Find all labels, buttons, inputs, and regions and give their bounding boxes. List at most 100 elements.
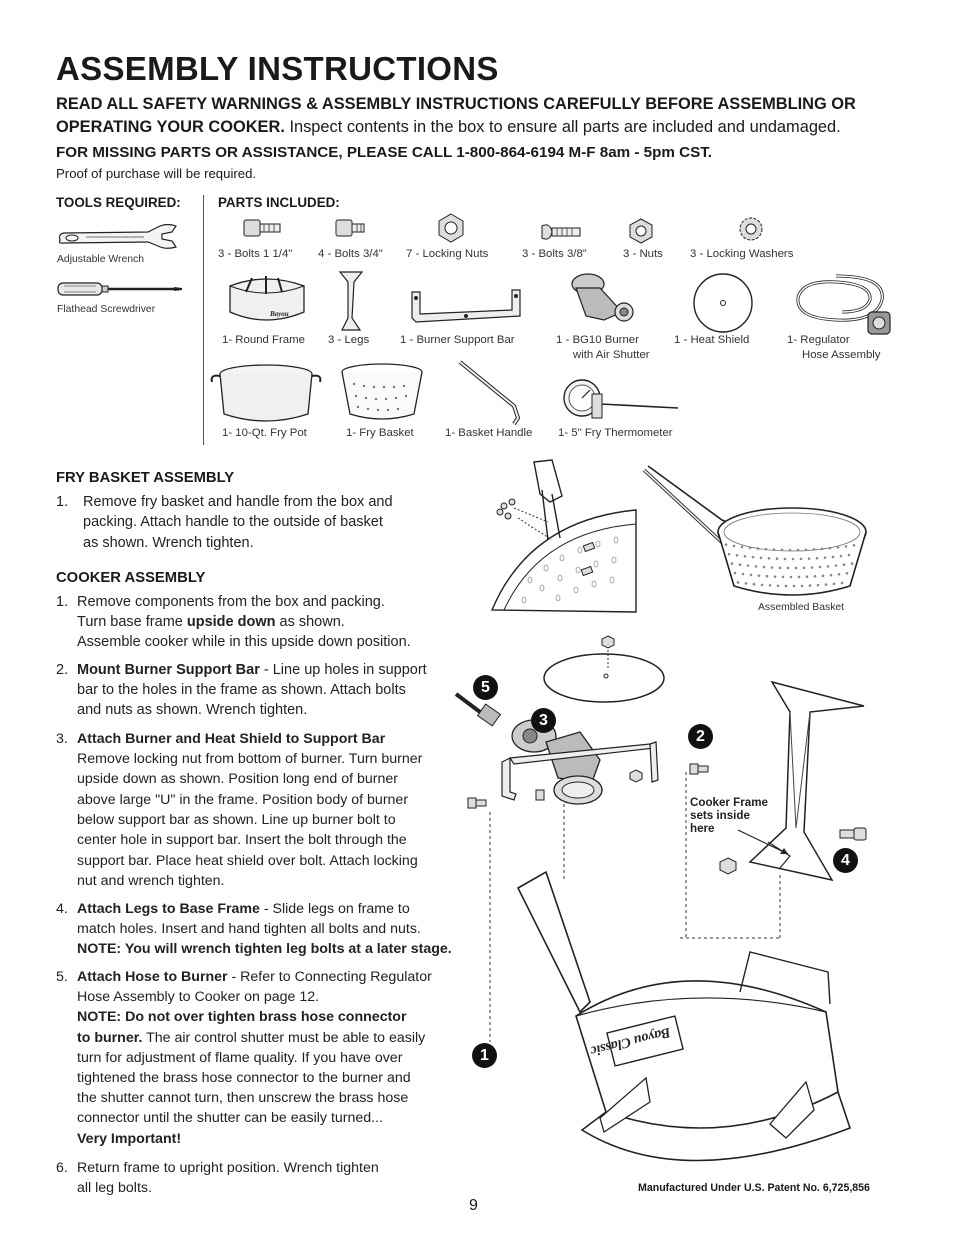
part-nuts: 3 - Nuts bbox=[623, 248, 663, 260]
basket-perforation bbox=[757, 574, 761, 577]
part-bolts-small: 3 - Bolts 3/8” bbox=[522, 248, 587, 260]
basket-perforation bbox=[799, 557, 803, 561]
basket-perforation bbox=[797, 575, 801, 579]
step-line: Remove fry basket and handle from the bo… bbox=[83, 494, 393, 510]
basket-perforation bbox=[826, 565, 830, 568]
step-line: turn for adjustment of flame quality. If… bbox=[77, 1050, 403, 1066]
cooker-frame-note: Cooker Frame sets inside here bbox=[690, 796, 768, 835]
part-basket-handle: 1- Basket Handle bbox=[445, 427, 533, 439]
handle-attach-illustration bbox=[490, 459, 637, 613]
basket-perforation bbox=[789, 575, 793, 579]
tool-screwdriver-label: Flathead Screwdriver bbox=[57, 304, 156, 315]
flathead-screwdriver-icon bbox=[57, 282, 182, 296]
diagram-badge-4: 4 bbox=[833, 848, 858, 873]
basket-perforation bbox=[818, 565, 822, 569]
step-line: above large "U" in the frame. Position b… bbox=[77, 792, 409, 808]
basket-perforation bbox=[759, 556, 763, 560]
basket-perforation bbox=[727, 552, 731, 556]
basket-perforation bbox=[788, 548, 792, 552]
cooker-heading: COOKER ASSEMBLY bbox=[56, 570, 206, 586]
basket-perforation bbox=[796, 548, 800, 552]
part-fry-thermometer: 1- 5" Fry Thermometer bbox=[558, 427, 673, 439]
step-line: Remove components from the box and packi… bbox=[77, 594, 385, 610]
part-bolts-long: 3 - Bolts 1 1/4" bbox=[218, 248, 293, 260]
cooker-step-3: 3. Attach Burner and Heat Shield to Supp… bbox=[56, 729, 446, 893]
basket-perforation bbox=[748, 546, 752, 550]
basket-perforation bbox=[840, 581, 844, 585]
step-number: 2. bbox=[56, 662, 69, 678]
part-burner-support-bar: 1 - Burner Support Bar bbox=[400, 334, 515, 346]
step-line: the shutter cannot turn, then unscrew th… bbox=[77, 1090, 409, 1106]
note-line: here bbox=[690, 822, 715, 835]
part-heat-shield: 1 - Heat Shield bbox=[674, 334, 750, 346]
step-line: packing. Attach handle to the outside of… bbox=[83, 514, 383, 530]
step-line: tightened the brass hose connector to th… bbox=[77, 1070, 411, 1086]
basket-perforation bbox=[810, 566, 814, 569]
locking-nut-icon bbox=[438, 213, 464, 243]
step-emphasis: Very Important! bbox=[77, 1131, 182, 1147]
step-title: Attach Hose to Burner bbox=[77, 969, 228, 985]
step-line: below support bar as shown. Line up burn… bbox=[77, 812, 396, 828]
bolt-long-icon bbox=[243, 219, 281, 237]
step-line: bar to the holes in the frame as shown. … bbox=[77, 682, 406, 698]
intro-warning: READ ALL SAFETY WARNINGS & ASSEMBLY INST… bbox=[56, 95, 856, 136]
step-line: upside down as shown. Position long end … bbox=[77, 771, 399, 787]
fry-basket-step-1: 1. Remove fry basket and handle from the… bbox=[56, 492, 436, 556]
basket-perforation bbox=[815, 556, 819, 560]
basket-perforation bbox=[735, 553, 739, 557]
step-number: 5. bbox=[56, 969, 68, 985]
assembled-basket-caption: Assembled Basket bbox=[758, 602, 845, 613]
basket-perforation bbox=[820, 547, 824, 551]
step-line: support bar. Place heat shield over bolt… bbox=[77, 853, 418, 869]
step-line: Remove locking nut from bottom of burner… bbox=[77, 751, 423, 767]
basket-perforation bbox=[732, 544, 736, 548]
basket-perforation bbox=[831, 555, 835, 559]
basket-perforation bbox=[746, 564, 750, 567]
step-note: NOTE: Do not over tighten brass hose con… bbox=[77, 1009, 407, 1025]
bolt-short-icon bbox=[335, 219, 365, 237]
step-title: Attach Burner and Heat Shield to Support… bbox=[77, 731, 386, 747]
basket-perforation bbox=[781, 575, 785, 579]
basket-perforation bbox=[786, 566, 790, 570]
adjustable-wrench-icon bbox=[58, 223, 177, 249]
step-line: connector until the shutter can be easil… bbox=[77, 1110, 384, 1126]
hex-nut-icon bbox=[629, 218, 653, 244]
step-line: and nuts as shown. Wrench tighten. bbox=[77, 702, 308, 718]
basket-perforation bbox=[760, 583, 764, 587]
part-bg10-burner-line2: with Air Shutter bbox=[573, 349, 650, 361]
step-note: to burner. bbox=[77, 1030, 143, 1046]
step-text: - Slide legs on frame to bbox=[259, 901, 410, 917]
basket-perforation bbox=[832, 582, 836, 586]
step-text: - Line up holes in support bbox=[259, 662, 427, 678]
contact-line: FOR MISSING PARTS OR ASSISTANCE, PLEASE … bbox=[56, 144, 713, 161]
locking-washer-icon bbox=[739, 217, 763, 241]
basket-perforation bbox=[813, 575, 817, 578]
intro-inspect: Inspect contents in the box to ensure al… bbox=[284, 118, 841, 136]
basket-perforation bbox=[743, 554, 747, 558]
basket-handle-icon bbox=[458, 360, 521, 426]
step-line: as shown. Wrench tighten. bbox=[83, 535, 254, 551]
basket-perforation bbox=[741, 572, 745, 576]
basket-perforation bbox=[792, 584, 796, 588]
basket-perforation bbox=[762, 565, 766, 569]
step-line: Attach Hose to Burner - Refer to Connect… bbox=[77, 967, 432, 987]
cooker-step-6: 6. Return frame to upright position. Wre… bbox=[56, 1158, 446, 1200]
step-text: Turn base frame bbox=[77, 614, 187, 630]
part-fry-basket: 1- Fry Basket bbox=[346, 427, 414, 439]
basket-perforation bbox=[823, 556, 827, 559]
basket-perforation bbox=[764, 547, 768, 551]
step-line: match holes. Insert and hand tighten all… bbox=[77, 921, 421, 937]
basket-perforation bbox=[738, 563, 742, 566]
part-round-frame: 1- Round Frame bbox=[222, 334, 305, 346]
leg-icon bbox=[338, 271, 364, 331]
basket-perforation bbox=[767, 557, 771, 560]
part-bolts-short: 4 - Bolts 3/4" bbox=[318, 248, 383, 260]
basket-perforation bbox=[836, 546, 840, 549]
basket-perforation bbox=[821, 574, 825, 578]
step-note: NOTE: You will wrench tighten leg bolts … bbox=[77, 941, 452, 957]
step-line: Turn base frame upside down as shown. bbox=[77, 612, 345, 632]
basket-perforation bbox=[776, 584, 780, 588]
bolt-small-icon bbox=[541, 224, 581, 240]
note-arrow-icon bbox=[737, 829, 789, 855]
patent-notice: Manufactured Under U.S. Patent No. 6,725… bbox=[638, 1182, 870, 1194]
